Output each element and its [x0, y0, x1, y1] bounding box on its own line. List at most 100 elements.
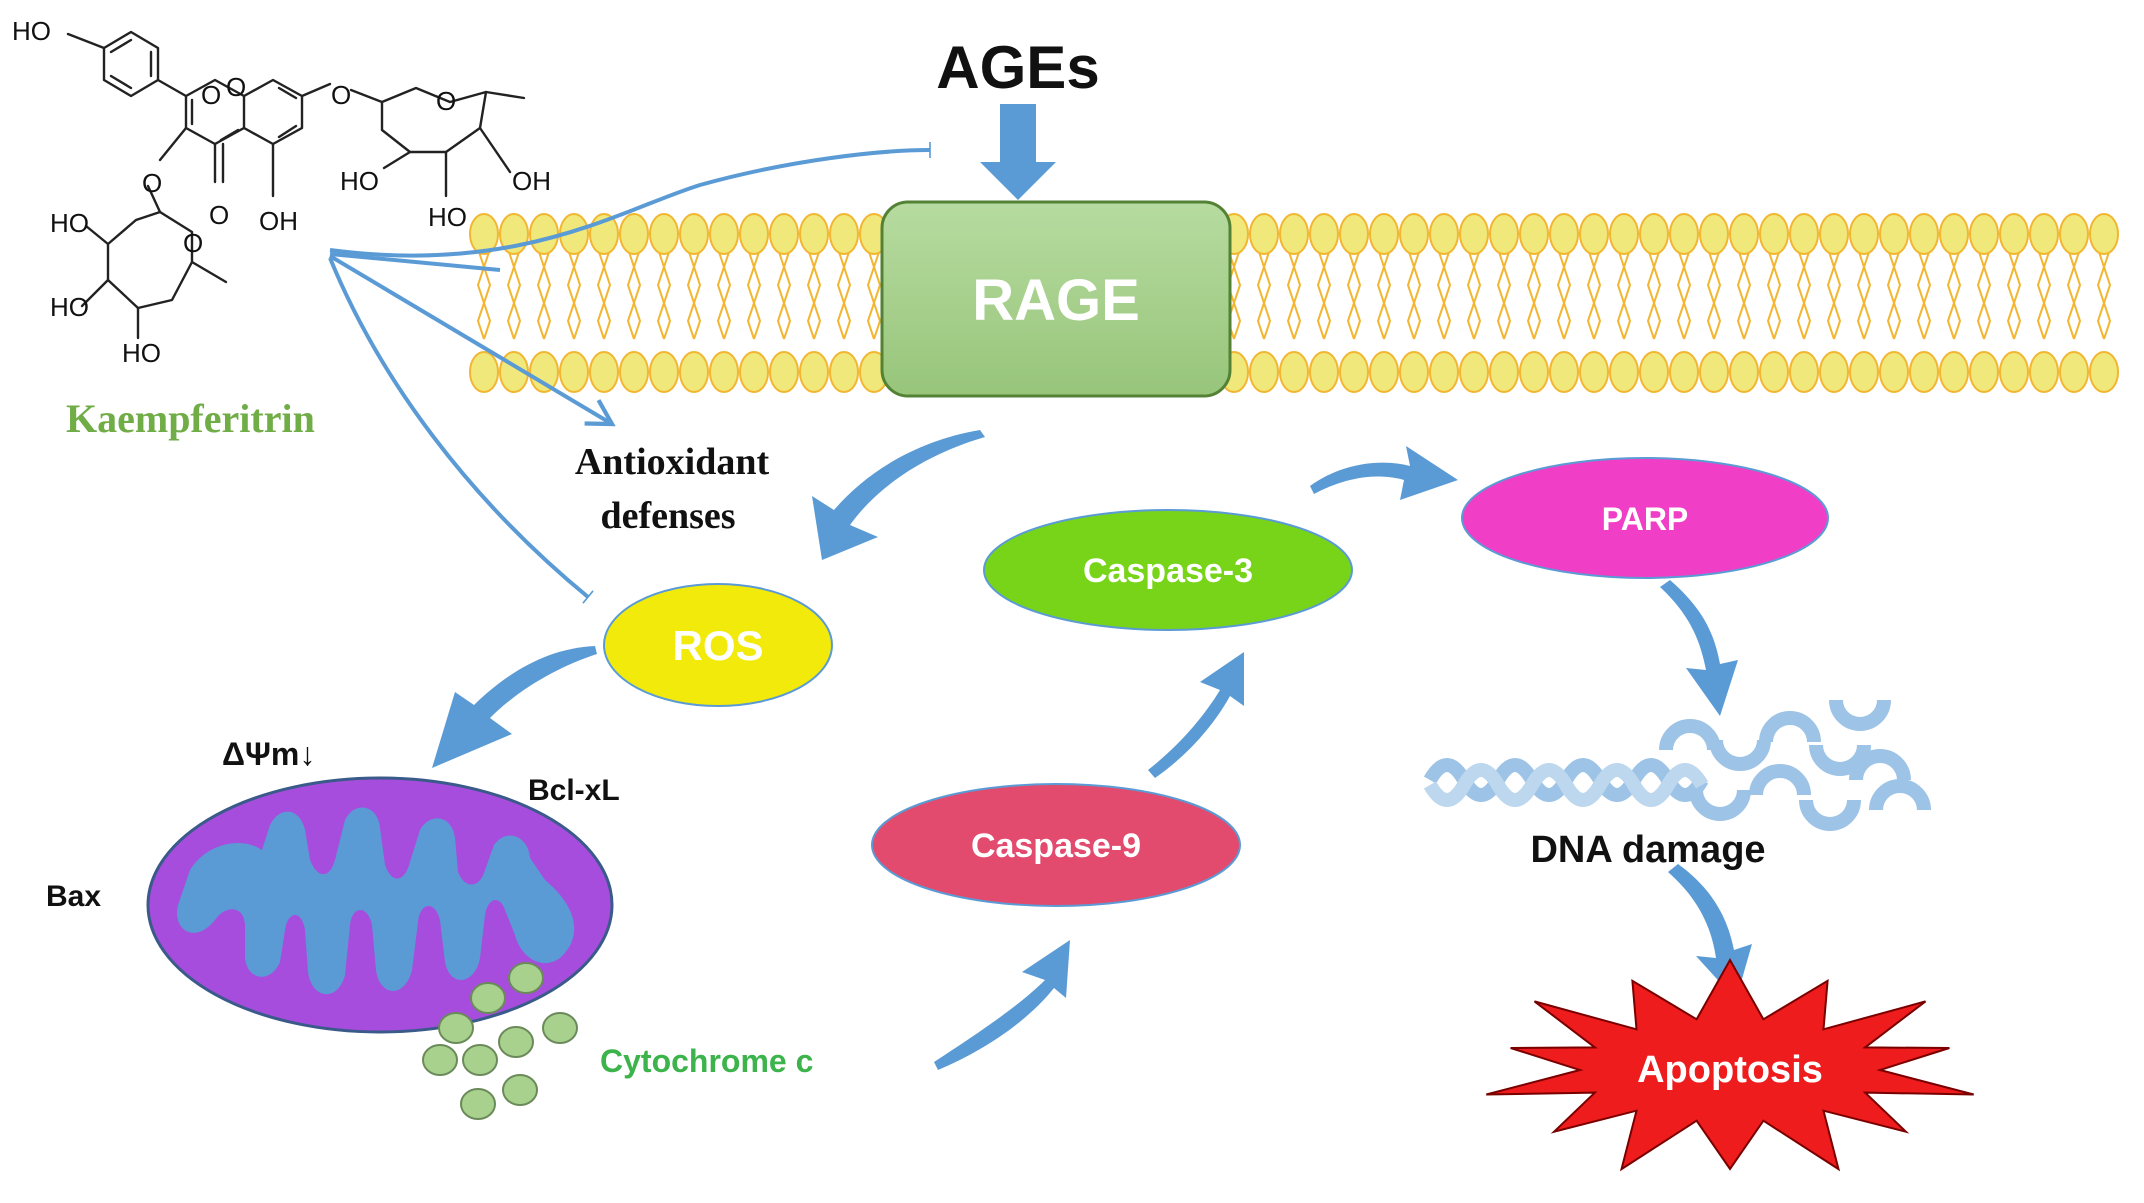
lipid-head	[1489, 351, 1519, 393]
lipid-tail	[782, 248, 792, 340]
mitochondrion-cristae	[177, 807, 575, 995]
lipid-head	[1729, 213, 1759, 255]
rage-to-ros-arrow	[812, 430, 985, 560]
lipid-tail	[596, 248, 606, 340]
lipid-tail	[1766, 248, 1776, 340]
lipid-tail	[1406, 248, 1416, 340]
caspase9-label: Caspase-9	[971, 827, 1141, 865]
lipid-head	[1639, 213, 1669, 255]
lipid-head	[1969, 351, 1999, 393]
lipid-head	[769, 213, 799, 255]
atom-label: HO	[50, 292, 89, 322]
lipid-tail	[1586, 248, 1596, 340]
lipid-head	[799, 351, 829, 393]
ros-to-mitochondrion-arrow	[432, 646, 597, 768]
lipid-tail	[1976, 248, 1986, 340]
lipid-head	[1939, 351, 1969, 393]
lipid-head	[1849, 351, 1879, 393]
molecule-name: Kaempferitrin	[66, 396, 315, 441]
lipid-tail	[2096, 248, 2106, 340]
lipid-tail	[512, 248, 522, 340]
lipid-head	[469, 351, 499, 393]
lipid-head	[1279, 351, 1309, 393]
atom-label: HO	[50, 208, 89, 238]
caspase3-to-parp-arrow	[1310, 446, 1458, 500]
lipid-tail	[1946, 248, 1956, 340]
lipid-tail	[1496, 248, 1506, 340]
lipid-tail	[1562, 248, 1572, 340]
lipid-head	[1939, 213, 1969, 255]
rage-receptor	[880, 200, 1232, 398]
lipid-head	[559, 351, 589, 393]
lipid-head	[1909, 213, 1939, 255]
atom-label: HO	[428, 202, 467, 232]
caspase3-label: Caspase-3	[1083, 552, 1253, 590]
parp-to-dna-arrow	[1660, 580, 1738, 716]
caspase9-node	[871, 783, 1241, 907]
lipid-head	[1639, 351, 1669, 393]
cytochrome-c-particle	[470, 982, 506, 1014]
dna-broken-loop	[1749, 764, 1811, 796]
lipid-tail	[542, 248, 552, 340]
lipid-head	[1819, 213, 1849, 255]
lipid-head	[589, 351, 619, 393]
lipid-head	[1339, 213, 1369, 255]
lipid-head	[1669, 213, 1699, 255]
lipid-head	[1459, 213, 1489, 255]
lipid-tail	[1616, 248, 1626, 340]
atom-label: O	[201, 80, 221, 110]
lipid-head	[1699, 213, 1729, 255]
lipid-head	[769, 351, 799, 393]
cytochrome-c-particle	[508, 962, 544, 994]
lipid-tail	[692, 248, 702, 340]
lipid-tail	[1676, 248, 1686, 340]
atom-label: O	[436, 86, 456, 116]
apoptosis-burst	[1486, 957, 1974, 1172]
lipid-head	[619, 213, 649, 255]
lipid-tail	[1556, 248, 1566, 340]
lipid-head	[1519, 213, 1549, 255]
lipid-tail	[1892, 248, 1902, 340]
atom-label: OH	[259, 206, 298, 236]
lipid-tail	[1232, 248, 1242, 340]
lipid-tail	[1466, 248, 1476, 340]
lipid-tail	[872, 248, 882, 340]
dna-broken-loop	[1689, 789, 1751, 821]
atom-label: HO	[122, 338, 161, 368]
lipid-tail	[1316, 248, 1326, 340]
bax-label: Bax	[46, 880, 101, 913]
lipid-head	[679, 213, 709, 255]
lipid-tail	[1436, 248, 1446, 340]
lipid-tail	[1532, 248, 1542, 340]
lipid-head	[1789, 351, 1819, 393]
lipid-head	[2029, 351, 2059, 393]
lipid-head	[1609, 213, 1639, 255]
lipid-head	[829, 213, 859, 255]
lipid-head	[529, 351, 559, 393]
lipid-tail	[1922, 248, 1932, 340]
lipid-tail	[506, 248, 516, 340]
lipid-tail	[1292, 248, 1302, 340]
cytochrome-c-particle	[502, 1074, 538, 1106]
lipid-head	[619, 351, 649, 393]
lipid-head	[1429, 351, 1459, 393]
lipid-tail	[1352, 248, 1362, 340]
lipid-tail	[1952, 248, 1962, 340]
lipid-head	[1729, 351, 1759, 393]
cell-membrane-bilayer	[469, 213, 2119, 393]
inhibit-ages-line	[329, 141, 931, 258]
ros-node	[603, 583, 833, 707]
inhibit-ros-line	[328, 257, 594, 604]
lipid-tail	[1262, 248, 1272, 340]
cytochrome-c-label: Cytochrome c	[600, 1043, 813, 1079]
lipid-head	[1699, 351, 1729, 393]
ros-label: ROS	[672, 622, 763, 669]
lipid-head	[2089, 213, 2119, 255]
lipid-head	[2059, 351, 2089, 393]
parp-label: PARP	[1602, 501, 1689, 537]
dna-broken-loop	[1759, 711, 1821, 743]
lipid-head	[1999, 213, 2029, 255]
lipid-head	[1369, 351, 1399, 393]
lipid-tail	[566, 248, 576, 340]
apoptosis-label: Apoptosis	[1637, 1049, 1823, 1091]
